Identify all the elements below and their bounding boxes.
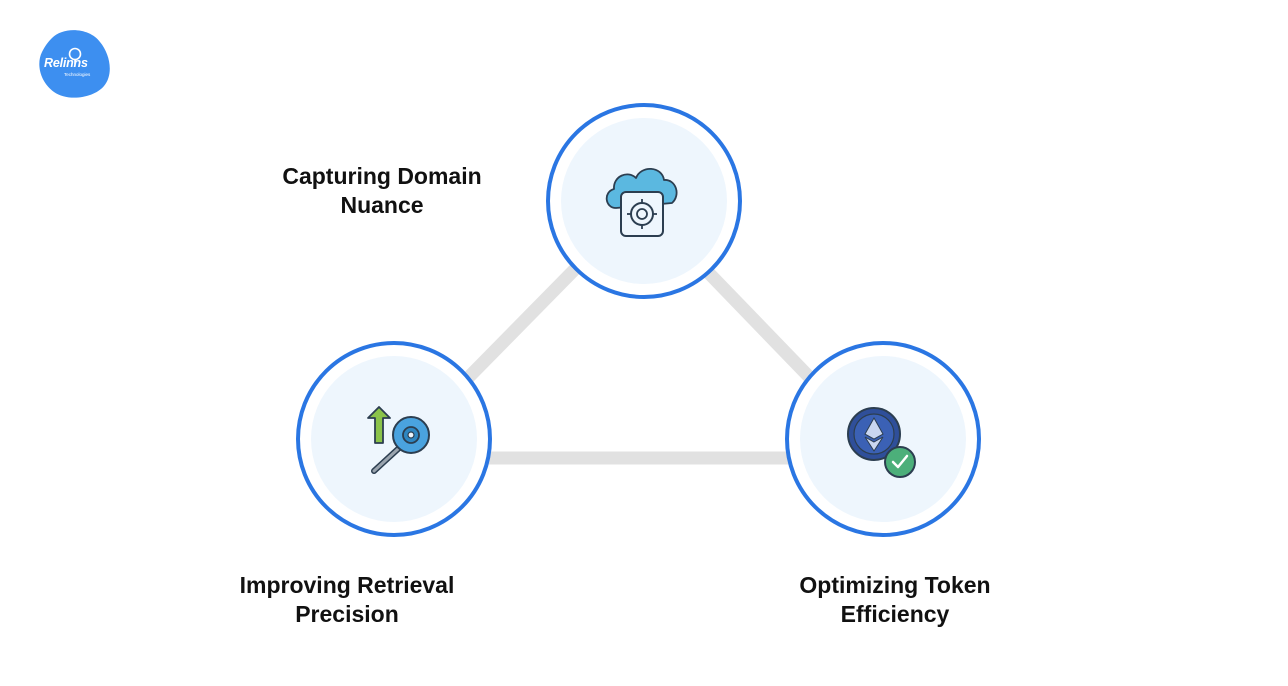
node-top — [546, 103, 742, 299]
node-left — [296, 341, 492, 537]
connector-top-left — [457, 257, 587, 389]
cloud-lock-icon — [605, 167, 678, 237]
connector-top-right — [697, 261, 821, 389]
label-line: Optimizing Token — [799, 572, 991, 598]
label-line: Precision — [295, 601, 399, 627]
label-improving-retrieval-precision: Improving Retrieval Precision — [207, 571, 487, 629]
label-line: Improving Retrieval — [239, 572, 455, 598]
node-right — [785, 341, 981, 537]
label-optimizing-token-efficiency: Optimizing Token Efficiency — [765, 571, 1025, 629]
label-capturing-domain-nuance: Capturing Domain Nuance — [252, 162, 512, 220]
magnifier-gear-icon — [367, 406, 430, 474]
logo-text: Relinns — [44, 56, 88, 70]
label-line: Efficiency — [840, 601, 950, 627]
token-check-icon — [847, 407, 916, 478]
label-line: Capturing Domain — [282, 163, 482, 189]
logo-subtext: Technologies — [64, 72, 91, 77]
logo-badge — [39, 30, 110, 98]
label-line: Nuance — [340, 192, 424, 218]
